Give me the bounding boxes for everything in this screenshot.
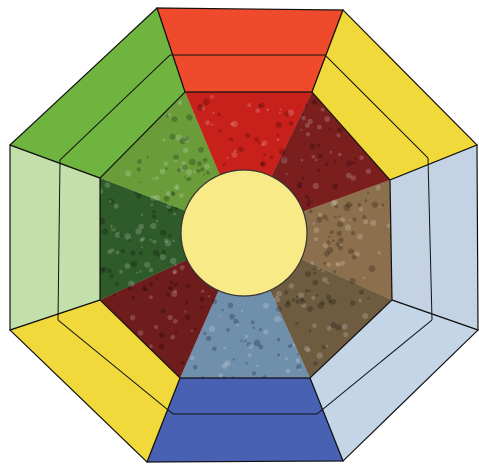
center-circle [181,170,307,296]
band-top [157,8,343,92]
band-bottom [147,378,343,462]
